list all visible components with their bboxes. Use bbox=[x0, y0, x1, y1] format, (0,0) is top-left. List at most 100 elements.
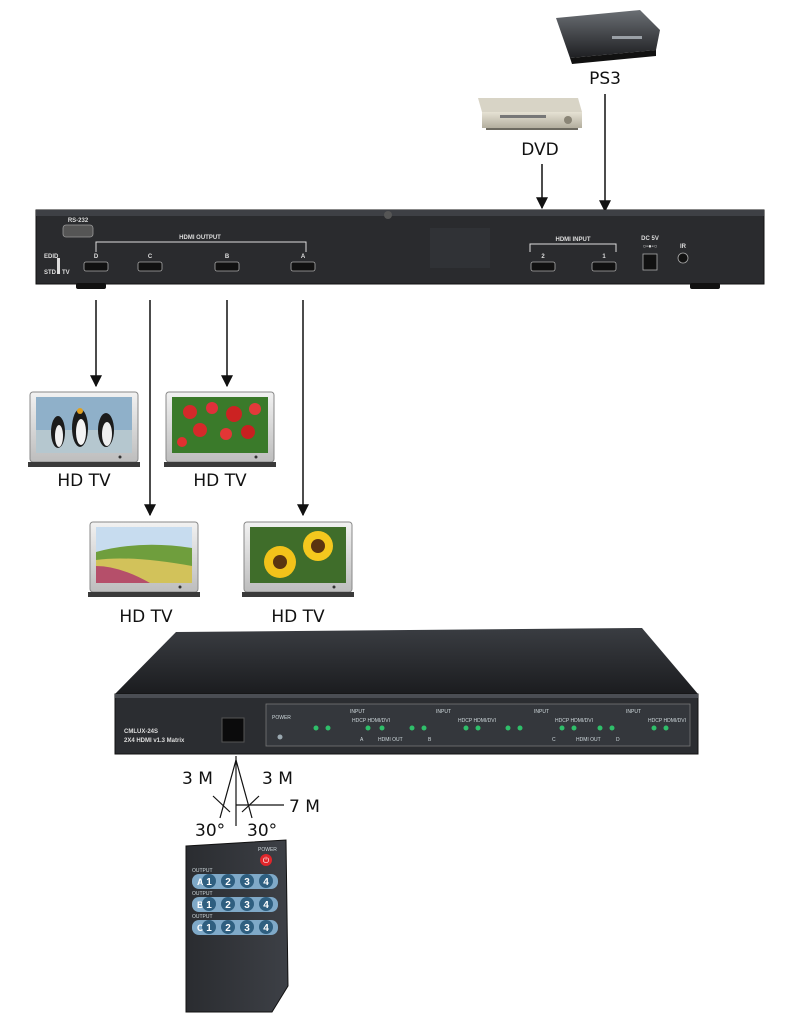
ir-forward-distance: 7 M bbox=[289, 797, 320, 817]
hdcp-label-d: HDCP HDMI/DVI bbox=[648, 718, 686, 724]
output-port-a bbox=[290, 261, 316, 272]
rs232-port bbox=[62, 224, 94, 238]
input-label-c: INPUT bbox=[534, 709, 549, 715]
hd-tv-label-3: HD TV bbox=[119, 607, 173, 627]
input-label-d: INPUT bbox=[626, 709, 641, 715]
dvd-player bbox=[478, 98, 582, 130]
ps3-label: PS3 bbox=[589, 69, 621, 89]
hdcp-label-b: HDCP HDMI/DVI bbox=[458, 718, 496, 724]
hdmi-out-left-label: HDMI OUT bbox=[378, 737, 403, 743]
power-led bbox=[277, 734, 283, 740]
ir-remote: POWER ⏻ OUTPUT A 1 2 3 4 OUTPUT B 1 2 3 … bbox=[185, 839, 289, 1013]
remote-row-a-letter: A bbox=[197, 877, 204, 887]
ps3-console bbox=[556, 10, 660, 64]
model-desc: 2X4 HDMI v1.3 Matrix bbox=[124, 738, 185, 744]
edid-tv-label: TV bbox=[62, 270, 70, 276]
ir-right-distance: 3 M bbox=[262, 769, 293, 789]
led-row bbox=[313, 725, 669, 731]
svg-text:1: 1 bbox=[206, 900, 212, 911]
hdmi-output-label: HDMI OUTPUT bbox=[179, 235, 221, 241]
ir-window bbox=[221, 717, 245, 743]
output-port-d-label: D bbox=[94, 254, 99, 260]
out-d-label: D bbox=[616, 737, 620, 743]
remote-button-c-1[interactable]: 1 bbox=[202, 920, 216, 934]
svg-text:2: 2 bbox=[225, 877, 231, 888]
hd-tv-label-2: HD TV bbox=[193, 471, 247, 491]
input-port-2 bbox=[530, 261, 556, 272]
output-port-b-label: B bbox=[225, 254, 230, 260]
output-port-c bbox=[137, 261, 163, 272]
remote-button-b-1[interactable]: 1 bbox=[202, 897, 216, 911]
svg-text:○-●-○: ○-●-○ bbox=[643, 244, 658, 250]
hdmi-input-label: HDMI INPUT bbox=[556, 237, 591, 243]
remote-button-c-2[interactable]: 2 bbox=[221, 920, 235, 934]
svg-text:2: 2 bbox=[225, 923, 231, 934]
hd-tv-tulips bbox=[164, 391, 276, 467]
svg-text:4: 4 bbox=[263, 877, 269, 888]
matrix-rear-panel: RS-232 EDID STD TV HDMI OUTPUT D C B A H… bbox=[35, 209, 765, 289]
power-icon: ⏻ bbox=[263, 856, 270, 865]
svg-text:3: 3 bbox=[244, 923, 250, 934]
hd-tv-label-4: HD TV bbox=[271, 607, 325, 627]
remote-button-a-4[interactable]: 4 bbox=[259, 874, 273, 888]
dc-label: DC 5V bbox=[641, 236, 659, 242]
svg-text:2: 2 bbox=[225, 900, 231, 911]
remote-button-c-3[interactable]: 3 bbox=[240, 920, 254, 934]
model-label: CMLUX-24S bbox=[124, 729, 158, 735]
remote-output-label-a: OUTPUT bbox=[192, 868, 213, 874]
output-port-a-label: A bbox=[301, 254, 306, 260]
hd-tv-meadow bbox=[88, 521, 200, 597]
out-a-label: A bbox=[360, 737, 364, 743]
hdcp-label-c: HDCP HDMI/DVI bbox=[555, 718, 593, 724]
input-label-b: INPUT bbox=[436, 709, 451, 715]
hdcp-label-a: HDCP HDMI/DVI bbox=[352, 718, 390, 724]
input-label-a: INPUT bbox=[350, 709, 365, 715]
output-port-d bbox=[83, 261, 109, 272]
out-c-label: C bbox=[552, 737, 556, 743]
remote-output-label-c: OUTPUT bbox=[192, 914, 213, 920]
ir-jack bbox=[677, 252, 689, 264]
power-led-label: POWER bbox=[272, 715, 291, 721]
input-port-1-label: 1 bbox=[602, 254, 606, 260]
dvd-label: DVD bbox=[521, 140, 559, 160]
remote-button-b-4[interactable]: 4 bbox=[259, 897, 273, 911]
ir-right-angle: 30° bbox=[247, 821, 277, 841]
ir-left-distance: 3 M bbox=[182, 769, 213, 789]
svg-text:1: 1 bbox=[206, 877, 212, 888]
led-panel bbox=[265, 703, 691, 747]
rs232-label: RS-232 bbox=[68, 218, 89, 224]
input-port-1 bbox=[591, 261, 617, 272]
out-b-label: B bbox=[428, 737, 432, 743]
hd-tv-label-1: HD TV bbox=[57, 471, 111, 491]
remote-button-b-2[interactable]: 2 bbox=[221, 897, 235, 911]
matrix-front-unit: CMLUX-24S 2X4 HDMI v1.3 Matrix POWER INP… bbox=[114, 628, 699, 755]
remote-row-b-letter: B bbox=[197, 900, 204, 910]
input-port-2-label: 2 bbox=[541, 254, 545, 260]
remote-output-label-b: OUTPUT bbox=[192, 891, 213, 897]
remote-button-a-2[interactable]: 2 bbox=[221, 874, 235, 888]
remote-button-b-3[interactable]: 3 bbox=[240, 897, 254, 911]
ir-label: IR bbox=[680, 244, 687, 250]
hdmi-out-right-label: HDMI OUT bbox=[576, 737, 601, 743]
edid-label: EDID bbox=[44, 254, 59, 260]
svg-text:4: 4 bbox=[263, 923, 269, 934]
remote-row-c-letter: C bbox=[197, 923, 204, 933]
svg-text:3: 3 bbox=[244, 877, 250, 888]
svg-text:4: 4 bbox=[263, 900, 269, 911]
edid-std-label: STD bbox=[44, 270, 57, 276]
remote-power-button[interactable] bbox=[260, 854, 272, 866]
remote-button-a-3[interactable]: 3 bbox=[240, 874, 254, 888]
output-port-b bbox=[214, 261, 240, 272]
svg-text:1: 1 bbox=[206, 923, 212, 934]
svg-text:3: 3 bbox=[244, 900, 250, 911]
ir-left-angle: 30° bbox=[195, 821, 225, 841]
hd-tv-sunflowers bbox=[242, 521, 354, 597]
remote-button-a-1[interactable]: 1 bbox=[202, 874, 216, 888]
ir-range-diagram bbox=[212, 756, 284, 826]
remote-power-label: POWER bbox=[258, 847, 277, 853]
remote-button-c-4[interactable]: 4 bbox=[259, 920, 273, 934]
edid-switch bbox=[57, 258, 60, 274]
hd-tv-penguins bbox=[28, 391, 140, 467]
dc-jack bbox=[642, 253, 658, 271]
